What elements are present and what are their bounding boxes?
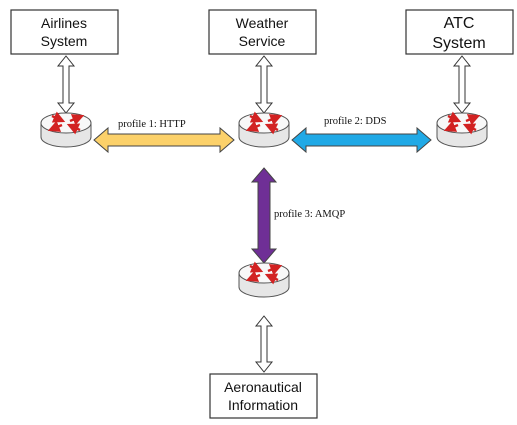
profile-1-label: profile 1: HTTP (118, 119, 186, 130)
atc-system-box: ATC System (405, 9, 514, 55)
airlines-connector-arrow (56, 55, 76, 114)
profile-3-label: profile 3: AMQP (274, 209, 345, 220)
router-atc-icon (436, 111, 488, 148)
airlines-line-1: Airlines (41, 15, 87, 31)
aero-line-1: Aeronautical (224, 379, 302, 395)
router-airlines-icon (40, 111, 92, 148)
airlines-system-box: Airlines System (10, 9, 119, 55)
profile-1-http-arrow (93, 126, 235, 154)
aero-connector-arrow (254, 315, 274, 373)
airlines-line-2: System (41, 33, 88, 49)
router-aero-icon (238, 261, 290, 298)
atc-line-1: ATC (444, 15, 475, 32)
profile-2-label: profile 2: DDS (324, 116, 387, 127)
router-weather-icon (238, 111, 290, 148)
aero-line-2: Information (228, 397, 298, 413)
atc-connector-arrow (452, 55, 472, 114)
profile-3-amqp-arrow (250, 167, 278, 264)
atc-line-2: System (432, 35, 485, 52)
weather-line-1: Weather (236, 15, 289, 31)
weather-line-2: Service (239, 33, 286, 49)
weather-service-box: Weather Service (208, 9, 317, 55)
profile-2-dds-arrow (291, 126, 432, 154)
aeronautical-information-box: Aeronautical Information (209, 373, 318, 419)
weather-connector-arrow (254, 55, 274, 114)
